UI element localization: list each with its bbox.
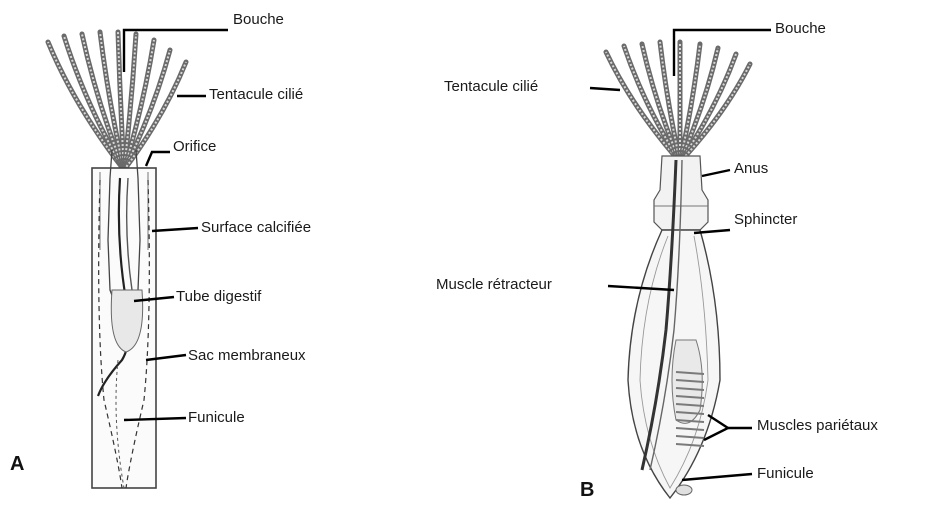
panel-a-label-tube: Tube digestif	[176, 288, 262, 305]
panel-a-label-orifice: Orifice	[173, 138, 216, 155]
panel-a: Bouche Tentacule cilié Orifice Surface c…	[10, 11, 311, 488]
panel-a-leader-orifice	[146, 152, 170, 166]
panel-a-leader-bouche	[124, 30, 228, 72]
panel-b-label-muscles-parietaux: Muscles pariétaux	[757, 417, 878, 434]
panel-b-letter: B	[580, 479, 594, 501]
panel-b-leader-bouche	[674, 30, 771, 76]
panel-b-leader-anus	[702, 170, 730, 176]
panel-a-label-surface: Surface calcifiée	[201, 219, 311, 236]
panel-a-tentacle-crown	[48, 32, 186, 170]
panel-b-label-tentacule: Tentacule cilié	[444, 78, 538, 95]
panel-b-label-anus: Anus	[734, 160, 768, 177]
panel-b-label-muscle-retracteur: Muscle rétracteur	[436, 276, 552, 293]
panel-b-funicle-base	[676, 485, 692, 495]
panel-b-tentacle-crown	[606, 42, 750, 162]
panel-a-label-tentacule: Tentacule cilié	[209, 86, 303, 103]
panel-a-letter: A	[10, 453, 24, 475]
panel-b-label-bouche: Bouche	[775, 20, 826, 37]
panel-a-label-bouche: Bouche	[233, 11, 284, 28]
panel-b-leader-funicule	[682, 474, 752, 480]
panel-b-leader-tentacule	[590, 88, 620, 90]
panel-a-label-sac: Sac membraneux	[188, 347, 306, 364]
panel-a-label-funicule: Funicule	[188, 409, 245, 426]
panel-b: Bouche Tentacule cilié Anus Sphincter Mu…	[436, 20, 878, 501]
panel-a-leader-surface	[152, 228, 198, 231]
panel-b-label-funicule: Funicule	[757, 465, 814, 482]
panel-b-label-sphincter: Sphincter	[734, 211, 797, 228]
